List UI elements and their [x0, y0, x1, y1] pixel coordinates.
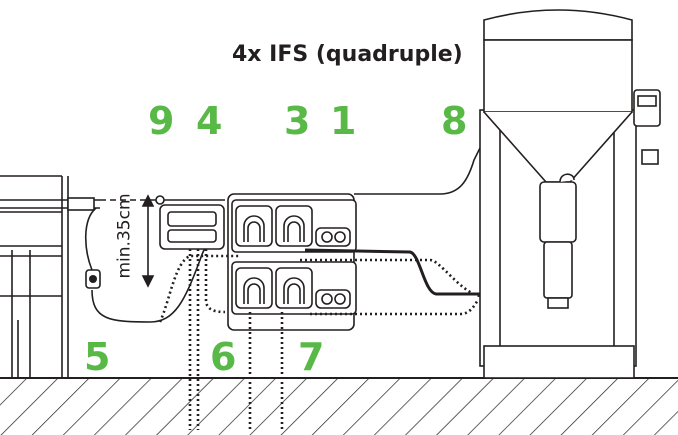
callout-4: 4 — [196, 99, 223, 143]
pump-lower-switches — [315, 289, 351, 309]
ground — [0, 377, 678, 435]
callout-8: 8 — [441, 99, 468, 143]
dimension-arrow — [141, 194, 155, 288]
pump-lower-2 — [275, 267, 313, 309]
pump-lower-1 — [235, 267, 273, 309]
sensor-5 — [85, 269, 101, 289]
callout-7: 7 — [298, 335, 325, 379]
feed-silo — [479, 9, 637, 379]
pump-upper-1 — [235, 205, 273, 247]
cable-8 — [354, 147, 481, 195]
wall-structure — [0, 175, 69, 378]
title-text: 4x IFS (quadruple) — [232, 42, 463, 67]
pump-upper-2 — [275, 205, 313, 247]
dimension-label: min.35cm — [108, 190, 148, 290]
delivery-lines — [304, 248, 482, 296]
callout-5: 5 — [84, 335, 111, 379]
controller-box-4 — [159, 204, 225, 250]
callout-9: 9 — [148, 99, 175, 143]
reference-point-9 — [155, 195, 225, 205]
suction-hoses — [158, 249, 481, 430]
dimension-text: min.35cm — [114, 193, 135, 279]
water-pipe — [0, 197, 160, 211]
callout-3: 3 — [284, 99, 311, 143]
callout-6: 6 — [210, 335, 237, 379]
pump-upper-switches — [315, 227, 351, 247]
silo-control-panel — [633, 89, 661, 165]
callout-1: 1 — [330, 99, 357, 143]
